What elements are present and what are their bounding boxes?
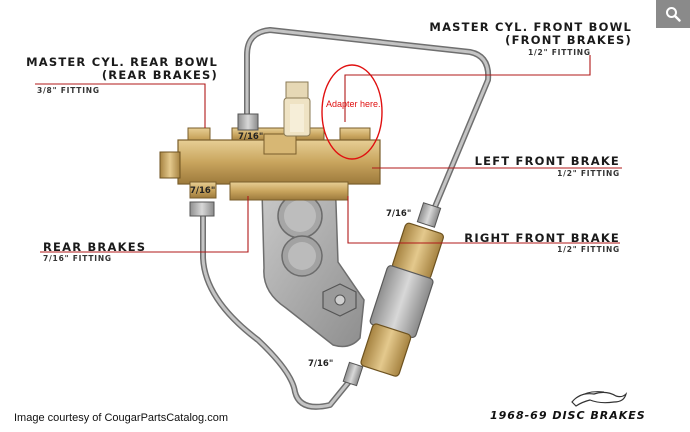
image-credit: Image courtesy of CougarParts­Catalog.co… <box>14 412 228 424</box>
brand-suffix: BRAKES <box>590 409 646 422</box>
label-master-front-line1: MASTER CYL. FRONT BOWL <box>429 20 632 34</box>
label-master-front-fitting: 1/2" FITTING <box>528 48 591 57</box>
size-label-bottom: 7/16" <box>308 359 334 369</box>
label-rear-title: REAR BRAKES <box>43 240 147 254</box>
size-label-left: 7/16" <box>190 186 216 196</box>
mounting-bracket <box>261 189 365 348</box>
brand-caption: 1968-69 DISC BRAKES <box>490 409 646 422</box>
label-master-front-line2: (FRONT BRAKES) <box>505 33 632 47</box>
cougar-logo-icon <box>571 391 628 407</box>
rear-fitting <box>189 201 215 217</box>
label-master-rear-fitting: 3/8" FITTING <box>37 86 100 95</box>
label-left-front-fitting: 1/2" FITTING <box>557 169 620 178</box>
top-fittings <box>237 81 311 137</box>
magnifier-icon <box>666 7 681 22</box>
label-master-rear-line1: MASTER CYL. REAR BOWL <box>26 55 218 69</box>
brass-valve-body <box>159 127 381 201</box>
brand-prefix: 1968-69 DISC <box>490 409 586 422</box>
adapter-annotation: Adapter here.. <box>326 99 384 109</box>
label-right-front-fitting: 1/2" FITTING <box>557 245 620 254</box>
label-master-rear-line2: (REAR BRAKES) <box>101 68 218 82</box>
right-front-assembly <box>342 202 444 387</box>
zoom-button[interactable] <box>656 0 690 28</box>
leader-lines <box>35 55 622 253</box>
size-label-top: 7/16" <box>238 132 264 142</box>
brake-tube-lines <box>200 27 492 410</box>
adapter-highlight-ellipse <box>321 64 383 160</box>
label-rear-fitting: 7/16" FITTING <box>43 254 112 263</box>
label-left-front-title: LEFT FRONT BRAKE <box>474 154 620 168</box>
label-right-front-title: RIGHT FRONT BRAKE <box>464 231 620 245</box>
size-label-right: 7/16" <box>386 209 412 219</box>
